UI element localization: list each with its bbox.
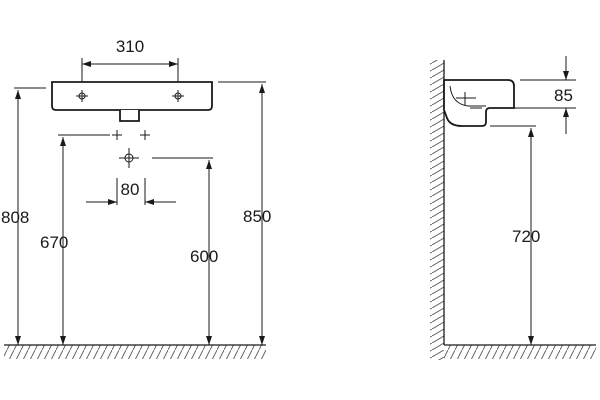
tap-hole-left — [76, 90, 88, 102]
dim-bracket-height: 808 — [1, 87, 46, 345]
dim-width-label: 310 — [116, 37, 144, 56]
waste-outlet-mark — [119, 148, 139, 168]
dim-outlet-height: 670 — [40, 134, 110, 345]
bracket-marks — [112, 130, 150, 140]
dim-depth: 85 — [492, 56, 576, 134]
dim-trap-height-label: 600 — [190, 247, 218, 266]
dim-depth-label: 85 — [554, 86, 573, 105]
floor-line-side — [444, 344, 596, 359]
dim-drain-offset: 80 — [86, 178, 176, 205]
dim-bottom-height-label: 720 — [512, 227, 540, 246]
dim-bottom-height: 720 — [490, 125, 540, 345]
dim-width: 310 — [81, 37, 179, 82]
wall — [430, 60, 445, 360]
tap-hole-right — [172, 90, 184, 102]
dim-bracket-height-label: 808 — [1, 208, 29, 227]
dim-rim-height-label: 850 — [243, 207, 271, 226]
dim-trap-height: 600 — [152, 157, 218, 345]
dim-outlet-height-label: 670 — [40, 233, 68, 252]
side-view: 85 720 — [430, 56, 596, 360]
dim-drain-offset-label: 80 — [121, 180, 140, 199]
floor-line-front — [4, 344, 266, 359]
basin-front — [51, 81, 213, 168]
front-view: 310 80 808 670 — [1, 37, 271, 359]
basin-side-profile — [443, 79, 515, 127]
dim-rim-height: 850 — [218, 81, 271, 345]
